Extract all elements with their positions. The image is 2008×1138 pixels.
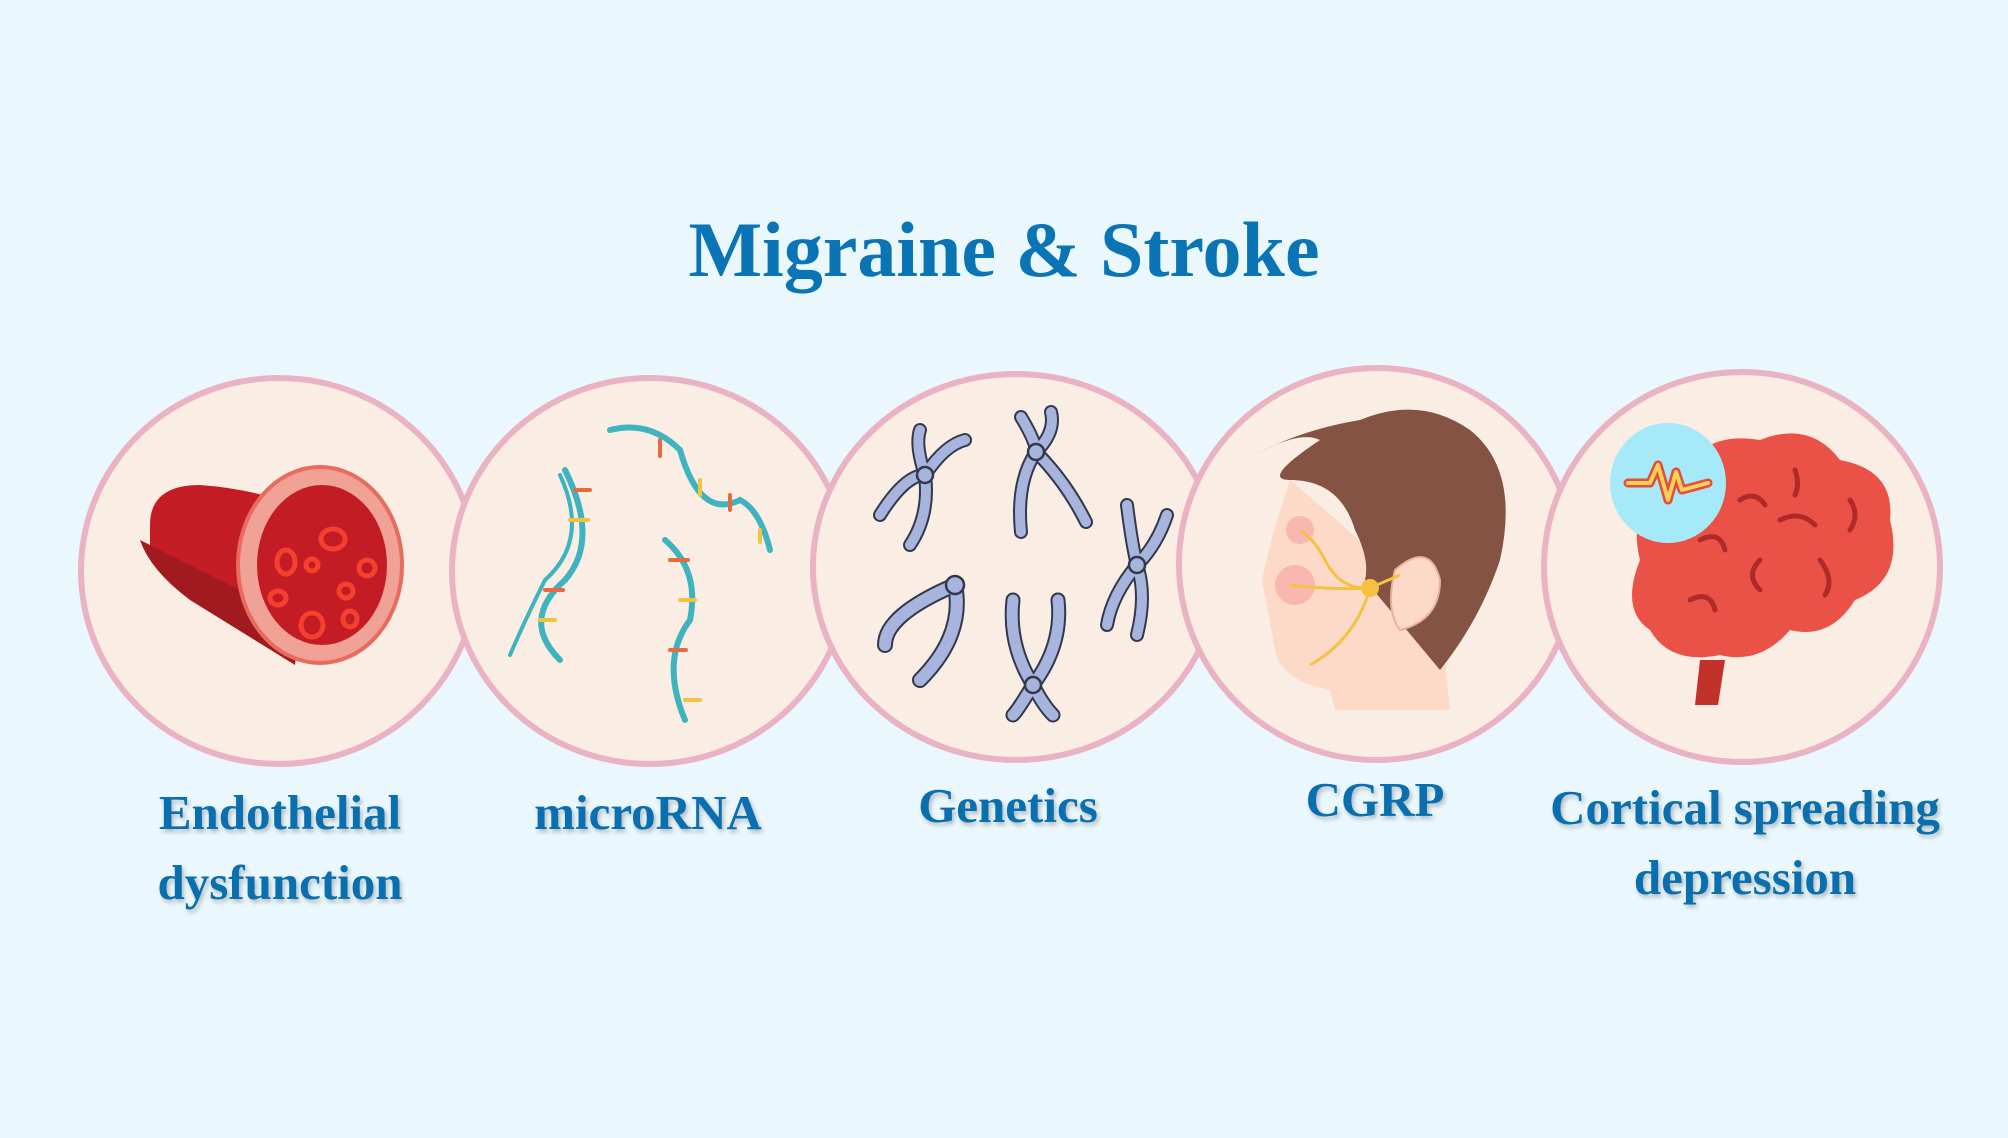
label-genetics: Genetics (798, 771, 1218, 841)
label-cortical-spreading-depression: Cortical spreading depression (1525, 773, 1965, 913)
label-microrna: microRNA (438, 778, 858, 848)
label-line: CGRP (1305, 772, 1445, 827)
circle-microrna (449, 375, 851, 767)
label-endothelial-dysfunction: Endothelial dysfunction (70, 778, 490, 918)
page-title: Migraine & Stroke (688, 206, 1320, 293)
blood-vessel-icon (140, 465, 404, 665)
label-line: depression (1633, 850, 1857, 905)
label-line: Endothelial (158, 785, 402, 840)
label-line: Genetics (918, 778, 1098, 833)
brain-wave-icon (1610, 423, 1894, 705)
label-line: Cortical spreading (1550, 780, 1940, 835)
chromosome-icon (873, 405, 1174, 723)
head-nerve-icon (1255, 409, 1506, 710)
label-line: dysfunction (157, 855, 403, 910)
rna-strand-icon (508, 424, 773, 723)
label-cgrp: CGRP (1165, 765, 1585, 835)
label-line: microRNA (534, 785, 762, 840)
